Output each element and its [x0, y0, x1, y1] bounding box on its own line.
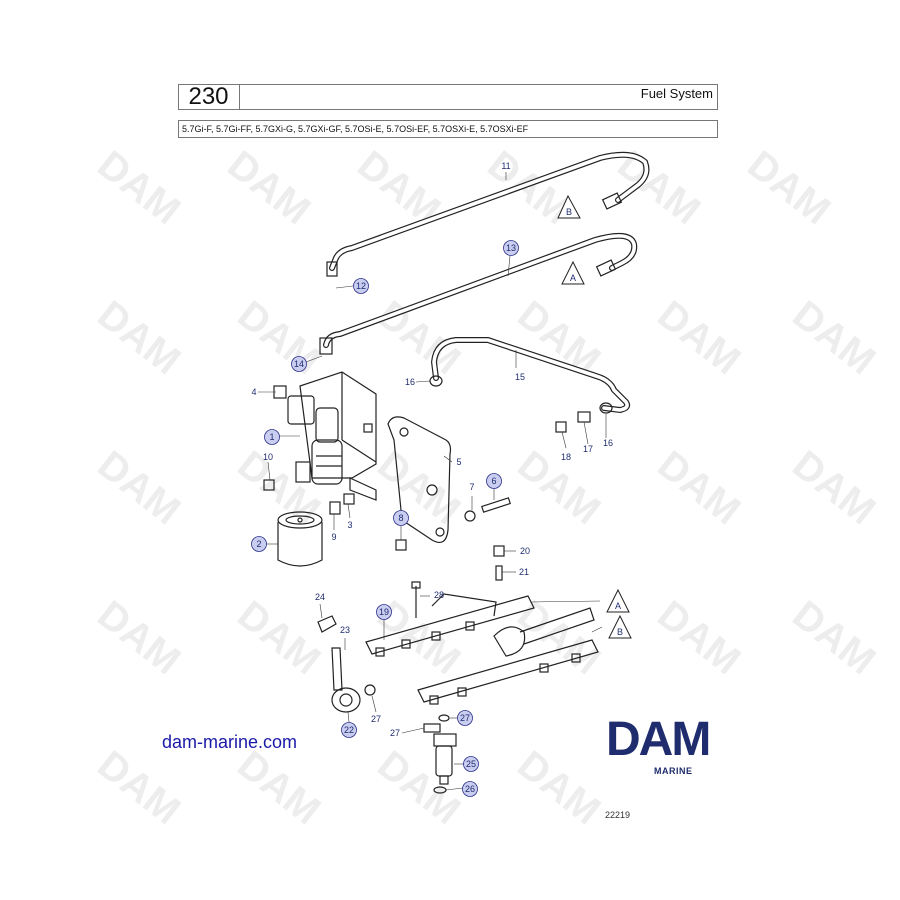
watermark-text: DAM: [739, 142, 838, 233]
fuel-rail-right: [417, 607, 599, 705]
page-number: 230: [178, 84, 240, 110]
callout-5: 5: [456, 457, 461, 467]
callout-25: 25: [466, 759, 476, 769]
callout-16b: 16: [603, 438, 613, 448]
leader-lines: [258, 172, 607, 791]
watermark-text: DAM: [784, 592, 883, 683]
header-box: Fuel System: [178, 84, 718, 110]
bolt-28: [411, 581, 421, 618]
dam-logo-sub: MARINE: [654, 766, 693, 776]
watermark-text: DAM: [509, 742, 608, 833]
watermark-text: DAM: [89, 742, 188, 833]
callout-16a: 16: [405, 377, 415, 387]
watermark-text: DAM: [89, 292, 188, 383]
callout-22: 22: [344, 725, 354, 735]
connector-b-lower: B: [608, 614, 632, 639]
watermark-text: DAM: [509, 442, 608, 533]
callout-14: 14: [294, 359, 304, 369]
callout-9: 9: [331, 532, 336, 542]
callout-3: 3: [347, 520, 352, 530]
callout-19: 19: [379, 607, 389, 617]
watermark-text: DAM: [89, 142, 188, 233]
callout-15: 15: [515, 372, 525, 382]
callout-28: 28: [434, 590, 444, 600]
watermark-text: DAM: [479, 142, 578, 233]
fuel-rail-left: [365, 593, 535, 657]
watermark-text: DAM: [649, 292, 748, 383]
callout-27c: 27: [460, 713, 470, 723]
callout-8: 8: [398, 513, 403, 523]
fuel-filter: [277, 511, 323, 567]
watermark: DAM DAM DAM DAM DAM DAM DAM DAM DAM DAM …: [89, 142, 883, 833]
watermark-text: DAM: [89, 442, 188, 533]
dam-logo: DAM: [606, 713, 711, 766]
watermark-text: DAM: [369, 742, 468, 833]
callout-27a: 27: [371, 714, 381, 724]
bracket: [387, 416, 452, 543]
fuel-line-13: [319, 232, 638, 355]
callout-2: 2: [256, 539, 261, 549]
watermark-text: DAM: [229, 592, 328, 683]
callout-12: 12: [356, 281, 366, 291]
connector-a-upper: A: [561, 260, 585, 285]
watermark-text: DAM: [649, 442, 748, 533]
watermark-text: DAM: [649, 592, 748, 683]
callout-6: 6: [491, 476, 496, 486]
connector-label: A: [570, 273, 576, 283]
watermark-text: DAM: [784, 292, 883, 383]
model-list: 5.7Gi-F, 5.7Gi-FF, 5.7GXi-G, 5.7GXi-GF, …: [178, 120, 718, 138]
watermark-text: DAM: [89, 592, 188, 683]
callout-11: 11: [501, 161, 510, 171]
fuel-line-11: [326, 151, 650, 277]
callouts-circled: 13 12 14 1 2 6 8 19 22 27 25 26: [251, 240, 519, 797]
callouts-plain: 11 4 10 3 9 16 15 18 17 16 5 7 20 21 28 …: [251, 161, 613, 738]
callout-4: 4: [251, 387, 256, 397]
callout-13: 13: [506, 243, 516, 253]
connector-label: B: [617, 627, 623, 637]
watermark-text: DAM: [509, 292, 608, 383]
website-link[interactable]: dam-marine.com: [162, 732, 298, 752]
small-parts: [263, 385, 591, 581]
callout-10: 10: [263, 452, 273, 462]
callout-23: 23: [340, 625, 350, 635]
watermark-text: DAM: [369, 442, 468, 533]
callout-21: 21: [519, 567, 529, 577]
fuel-pump-module: [287, 371, 377, 501]
connector-b-upper: B: [557, 194, 581, 219]
watermark-text: DAM: [229, 292, 328, 383]
callout-17: 17: [583, 444, 593, 454]
callout-24: 24: [315, 592, 325, 602]
callout-26: 26: [465, 784, 475, 794]
watermark-text: DAM: [784, 442, 883, 533]
watermark-text: DAM: [229, 742, 328, 833]
fuel-line-15: [429, 337, 631, 414]
watermark-text: DAM: [219, 142, 318, 233]
drawing-number: 22219: [605, 810, 631, 820]
callout-18: 18: [561, 452, 571, 462]
callout-7: 7: [469, 482, 474, 492]
callout-20: 20: [520, 546, 530, 556]
connector-label: A: [615, 601, 621, 611]
connector-label: B: [566, 207, 572, 217]
page-title: Fuel System: [640, 86, 713, 101]
callout-27b: 27: [390, 728, 400, 738]
pressure-regulator: [317, 615, 376, 713]
connector-a-lower: A: [606, 588, 630, 613]
callout-1: 1: [269, 432, 274, 442]
